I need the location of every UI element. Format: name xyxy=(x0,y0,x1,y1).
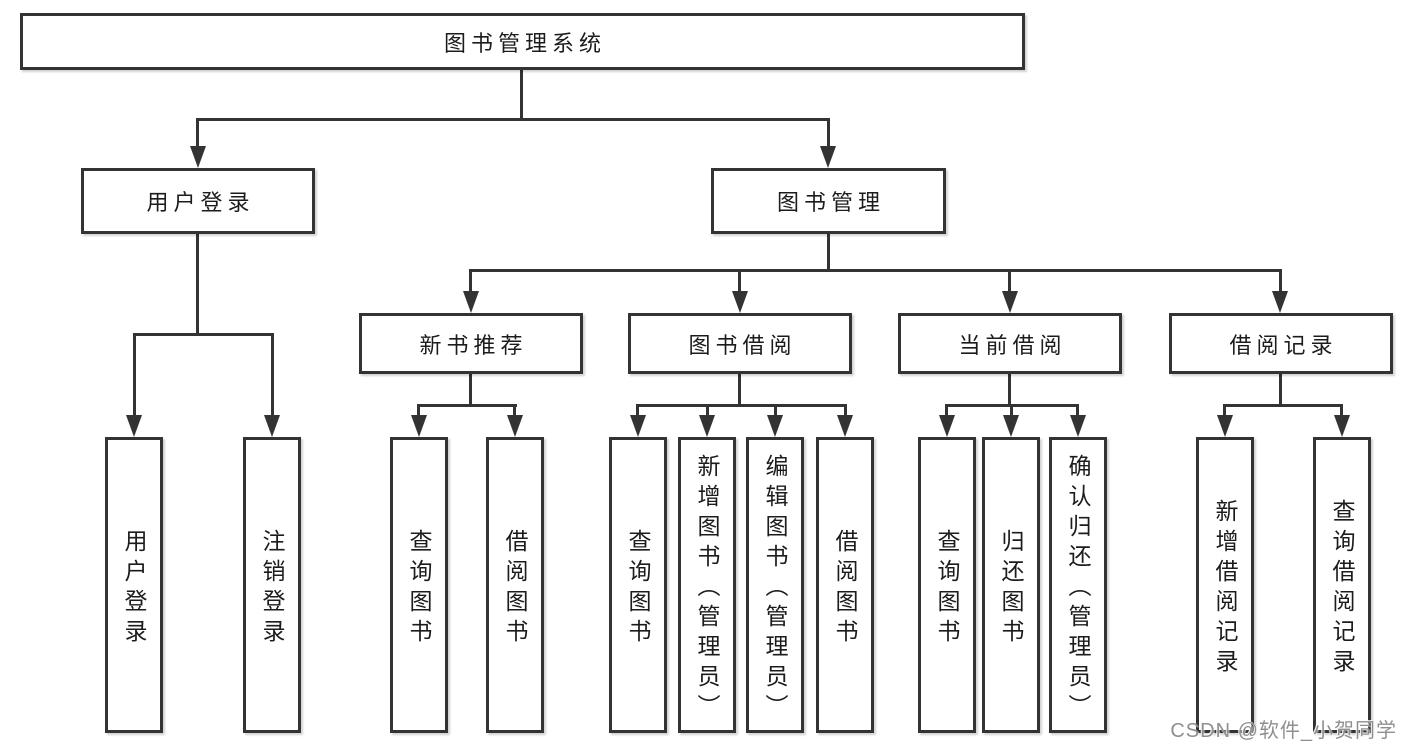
leaf-br-add-record: 新增借阅记录 xyxy=(1196,437,1254,733)
node-borrow-record: 借阅记录 xyxy=(1169,313,1393,374)
leaf-bb-add-book: 新增图书（管理员） xyxy=(678,437,736,733)
leaf-bb-edit-book-label: 编辑图书（管理员） xyxy=(762,453,788,724)
connector-bb-stem xyxy=(738,374,741,407)
connector-br-rail xyxy=(1223,404,1343,407)
connector-userlogin-stem xyxy=(196,234,199,336)
arrow-down xyxy=(820,146,836,168)
arrow-down xyxy=(264,415,280,437)
leaf-bb-borrow-book-label: 借阅图书 xyxy=(832,528,858,649)
connector-root-drop-right xyxy=(827,118,830,148)
leaf-cb-query-book: 查询图书 xyxy=(918,437,976,733)
connector-userlogin-drop2 xyxy=(271,333,274,417)
leaf-br-add-record-label: 新增借阅记录 xyxy=(1212,498,1238,679)
connector-root-stem xyxy=(520,69,523,119)
arrow-down xyxy=(699,415,715,437)
arrow-down xyxy=(1272,291,1288,313)
arrow-down xyxy=(1070,415,1086,437)
leaf-logout-label: 注销登录 xyxy=(259,528,285,649)
leaf-bb-borrow-book: 借阅图书 xyxy=(816,437,874,733)
connector-nbr-rail xyxy=(417,404,517,407)
arrow-down xyxy=(1217,415,1233,437)
connector-bb-drop3 xyxy=(774,404,777,417)
leaf-nbr-query-book-label: 查询图书 xyxy=(406,528,432,649)
leaf-bb-query-book: 查询图书 xyxy=(609,437,667,733)
connector-bb-drop4 xyxy=(844,404,847,417)
connector-bookmgmt-rail xyxy=(469,269,1282,272)
connector-root-drop-left xyxy=(196,118,199,148)
node-user-login: 用户登录 xyxy=(81,168,315,234)
arrow-down xyxy=(1003,415,1019,437)
leaf-br-query-record-label: 查询借阅记录 xyxy=(1329,498,1355,679)
node-book-management-label: 图书管理 xyxy=(776,190,885,215)
arrow-down xyxy=(507,415,523,437)
connector-bookmgmt-drop1 xyxy=(469,269,472,293)
connector-bookmgmt-drop2 xyxy=(738,269,741,293)
connector-br-stem xyxy=(1279,374,1282,407)
connector-bb-rail xyxy=(636,404,847,407)
leaf-cb-return-book-label: 归还图书 xyxy=(998,528,1024,649)
arrow-down xyxy=(630,415,646,437)
connector-nbr-stem xyxy=(469,374,472,407)
arrow-down xyxy=(939,415,955,437)
node-book-borrow: 图书借阅 xyxy=(628,313,852,374)
leaf-bb-add-book-label: 新增图书（管理员） xyxy=(694,453,720,724)
leaf-user-login: 用户登录 xyxy=(105,437,163,733)
connector-nbr-drop1 xyxy=(417,404,420,417)
leaf-cb-confirm-return: 确认归还（管理员） xyxy=(1049,437,1107,733)
connector-userlogin-rail xyxy=(133,333,274,336)
leaf-nbr-borrow-book: 借阅图书 xyxy=(486,437,544,733)
connector-cb-drop1 xyxy=(945,404,948,417)
leaf-logout: 注销登录 xyxy=(243,437,301,733)
connector-cb-drop3 xyxy=(1076,404,1079,417)
leaf-cb-confirm-return-label: 确认归还（管理员） xyxy=(1065,453,1091,724)
connector-br-drop1 xyxy=(1223,404,1226,417)
arrow-down xyxy=(1334,415,1350,437)
connector-root-rail xyxy=(196,118,830,121)
arrow-down xyxy=(837,415,853,437)
arrow-down xyxy=(463,291,479,313)
node-root: 图书管理系统 xyxy=(20,13,1025,70)
node-root-label: 图书管理系统 xyxy=(443,30,606,56)
arrow-down xyxy=(126,415,142,437)
arrow-down xyxy=(190,146,206,168)
node-borrow-record-label: 借阅记录 xyxy=(1229,332,1338,358)
leaf-nbr-query-book: 查询图书 xyxy=(390,437,448,733)
leaf-nbr-borrow-book-label: 借阅图书 xyxy=(502,528,528,649)
node-new-book-recommend-label: 新书推荐 xyxy=(419,332,528,358)
leaf-br-query-record: 查询借阅记录 xyxy=(1313,437,1371,733)
connector-bookmgmt-drop3 xyxy=(1008,269,1011,293)
connector-bookmgmt-stem xyxy=(827,234,830,272)
connector-nbr-drop2 xyxy=(513,404,516,417)
leaf-bb-edit-book: 编辑图书（管理员） xyxy=(746,437,804,733)
connector-bb-drop1 xyxy=(636,404,639,417)
arrow-down xyxy=(411,415,427,437)
connector-br-drop2 xyxy=(1340,404,1343,417)
connector-bookmgmt-drop4 xyxy=(1279,269,1282,293)
node-new-book-recommend: 新书推荐 xyxy=(359,313,583,374)
leaf-user-login-label: 用户登录 xyxy=(121,528,147,649)
leaf-cb-query-book-label: 查询图书 xyxy=(934,528,960,649)
node-current-borrow-label: 当前借阅 xyxy=(958,332,1067,358)
connector-userlogin-drop1 xyxy=(133,333,136,417)
node-book-borrow-label: 图书借阅 xyxy=(688,332,797,358)
connector-cb-stem xyxy=(1008,374,1011,407)
arrow-down xyxy=(732,291,748,313)
connector-cb-drop2 xyxy=(1010,404,1013,417)
arrow-down xyxy=(1002,291,1018,313)
watermark-text: CSDN @软件_小贺同学 xyxy=(1170,720,1397,742)
connector-bb-drop2 xyxy=(706,404,709,417)
leaf-cb-return-book: 归还图书 xyxy=(982,437,1040,733)
node-user-login-label: 用户登录 xyxy=(146,190,255,215)
node-book-management: 图书管理 xyxy=(711,168,946,234)
node-current-borrow: 当前借阅 xyxy=(898,313,1122,374)
arrow-down xyxy=(767,415,783,437)
leaf-bb-query-book-label: 查询图书 xyxy=(625,528,651,649)
